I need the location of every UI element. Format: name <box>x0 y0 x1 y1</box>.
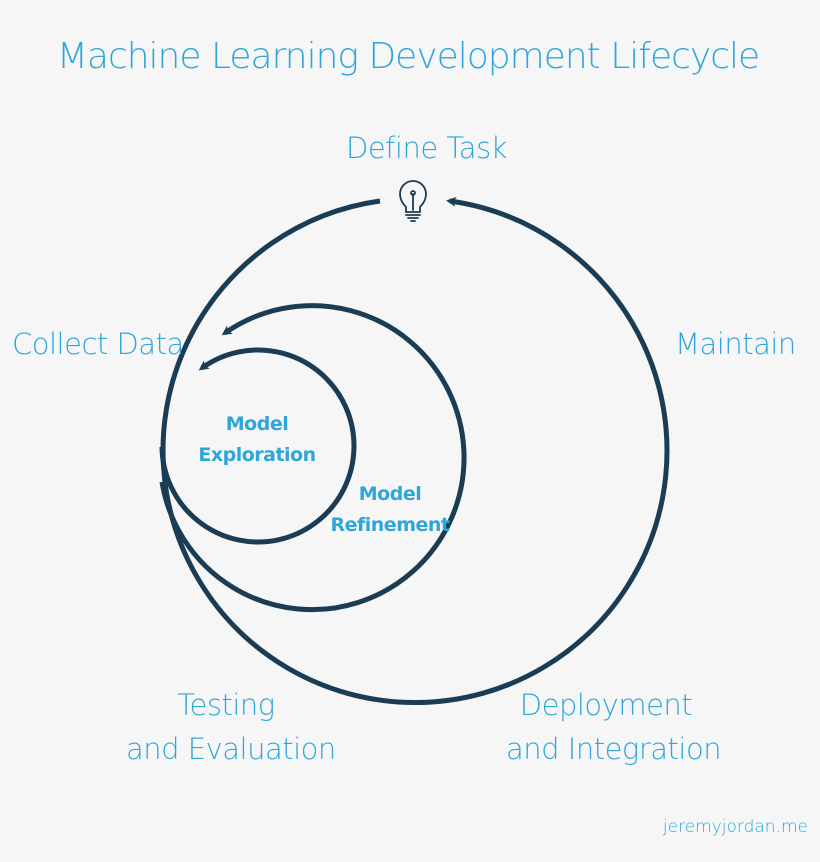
exploration-line1: Model <box>225 413 289 435</box>
exploration-line2: Exploration <box>198 444 316 466</box>
stage-deployment-integration: Deployment and Integration <box>506 683 722 771</box>
stage-maintain: Maintain <box>675 327 796 361</box>
inner-model-refinement: Model Refinement <box>320 479 460 541</box>
inner-model-exploration: Model Exploration <box>187 409 327 471</box>
stage-define-task: Define Task <box>346 131 507 165</box>
stage-testing-line1: Testing <box>177 688 275 722</box>
refinement-line2: Refinement <box>330 514 450 536</box>
credit-text: jeremyjordan.me <box>662 817 808 837</box>
refinement-line1: Model <box>358 483 422 505</box>
outer-cycle-arrow <box>160 196 670 705</box>
exploration-loop-arrow <box>159 347 357 545</box>
diagram-title: Machine Learning Development Lifecycle <box>56 36 760 77</box>
stage-collect-data: Collect Data <box>12 327 184 361</box>
lightbulb-icon <box>399 180 427 222</box>
stage-testing-evaluation: Testing and Evaluation <box>126 683 336 771</box>
stage-testing-line2: and Evaluation <box>126 732 336 766</box>
stage-deployment-line1: Deployment <box>519 688 693 722</box>
refinement-loop-arrow <box>159 303 467 613</box>
stage-deployment-line2: and Integration <box>506 732 722 766</box>
